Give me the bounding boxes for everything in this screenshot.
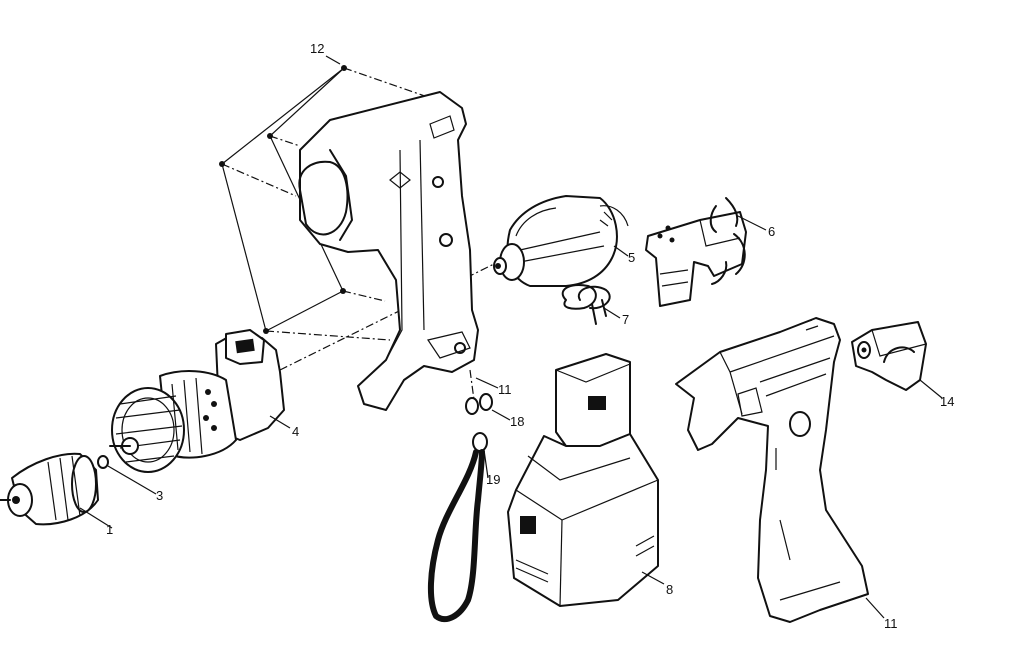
label-14: 14	[940, 394, 954, 409]
battery-pack-part	[507, 353, 659, 607]
part-labels: 12 1 3 4 5 6 7 8 11 18 19 11 14	[106, 41, 954, 631]
switch-part	[645, 197, 747, 307]
label-8: 8	[666, 582, 673, 597]
assembly-axis-lines	[279, 261, 499, 401]
screws-part	[219, 65, 449, 341]
label-11-right: 11	[884, 616, 898, 631]
clip-part	[561, 284, 611, 325]
housing-half-left-part	[298, 91, 479, 411]
label-1: 1	[106, 522, 113, 537]
belt-clip-part	[851, 321, 927, 391]
housing-half-right-part	[675, 317, 869, 623]
washer-part	[465, 393, 493, 415]
chuck-part	[0, 452, 99, 526]
label-7: 7	[622, 312, 629, 327]
retaining-ring-part	[97, 455, 109, 469]
label-18: 18	[510, 414, 524, 429]
label-11-left: 11	[498, 382, 512, 397]
gearbox-clutch-part	[109, 329, 285, 473]
label-19: 19	[486, 472, 500, 487]
leader-lines	[79, 55, 943, 619]
label-3: 3	[156, 488, 163, 503]
label-12: 12	[310, 41, 324, 56]
label-6: 6	[768, 224, 775, 239]
wrist-strap-part	[427, 432, 488, 623]
label-4: 4	[292, 424, 299, 439]
label-5: 5	[628, 250, 635, 265]
motor-part	[493, 195, 629, 287]
